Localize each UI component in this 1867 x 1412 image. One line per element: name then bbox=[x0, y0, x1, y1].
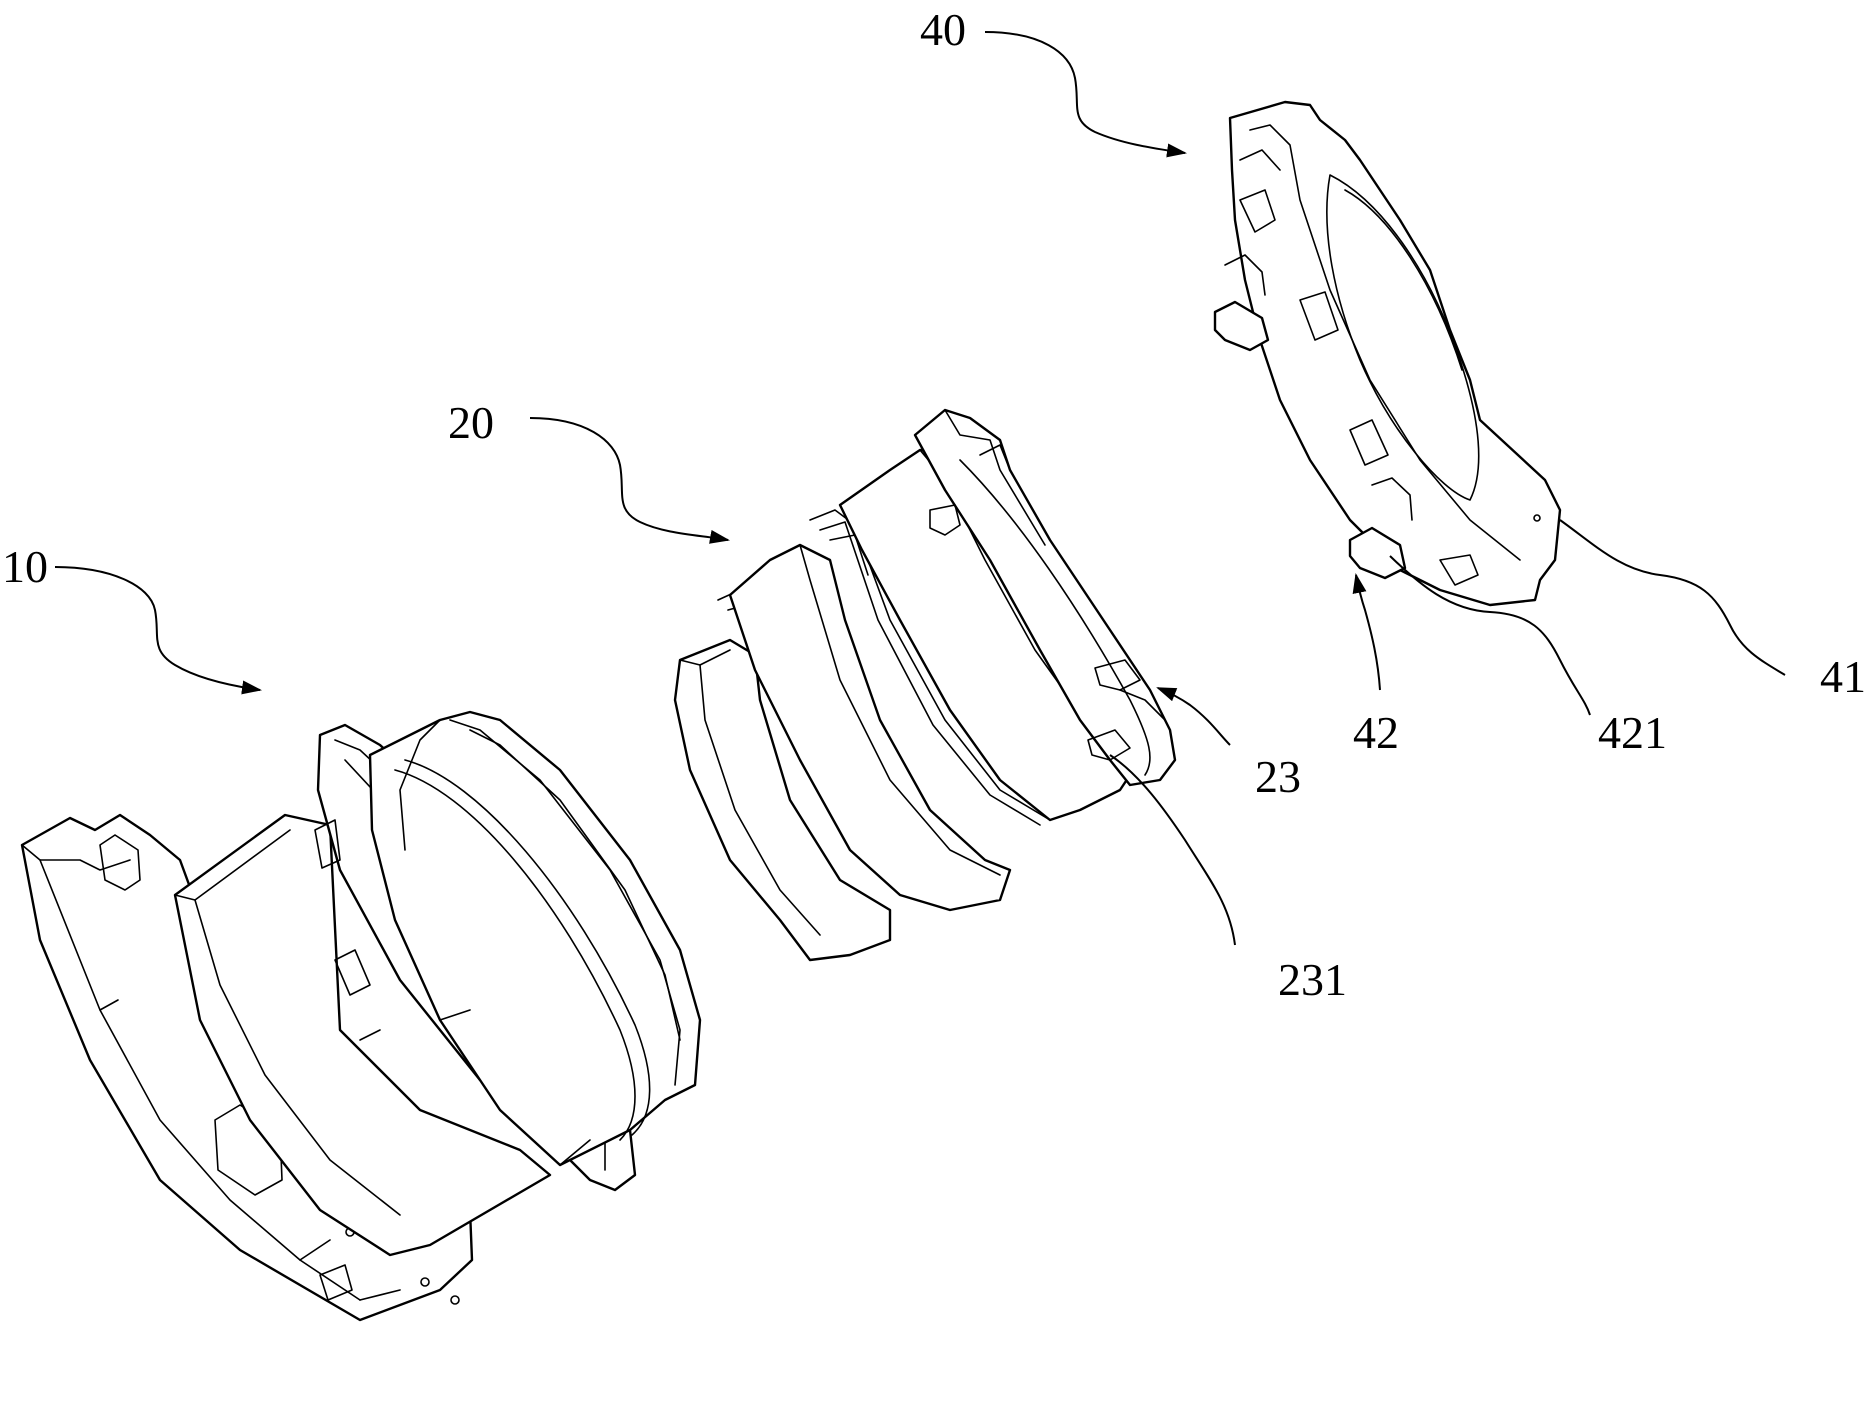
sleeve-bayonet-slot-top bbox=[929, 504, 961, 536]
part-40-locking-ring bbox=[1213, 100, 1562, 607]
leader-10 bbox=[54, 566, 262, 695]
sleeve-slot-231 bbox=[1087, 729, 1131, 761]
leader-23 bbox=[1156, 687, 1231, 746]
part-10-housing bbox=[20, 710, 702, 1322]
leader-lines bbox=[54, 31, 1786, 946]
label-421: 421 bbox=[1598, 707, 1667, 758]
label-41: 41 bbox=[1820, 651, 1866, 702]
leader-421 bbox=[1389, 555, 1591, 716]
leader-41 bbox=[1559, 519, 1786, 676]
reference-labels: 10 20 40 23 231 42 421 41 bbox=[2, 4, 1866, 1005]
part-20-sleeve bbox=[673, 408, 1177, 962]
ring-pin-upper bbox=[1213, 300, 1270, 352]
sleeve-slot-23 bbox=[1094, 659, 1141, 691]
leader-42 bbox=[1352, 573, 1381, 691]
sleeve-front-flange bbox=[913, 408, 1177, 787]
leader-20 bbox=[529, 417, 730, 544]
label-42: 42 bbox=[1353, 707, 1399, 758]
ring-outer-flange bbox=[1228, 100, 1562, 607]
ring-inner-bore bbox=[1326, 174, 1480, 501]
ring-pin-lower bbox=[1348, 526, 1407, 580]
housing-spigot bbox=[368, 710, 702, 1167]
label-40: 40 bbox=[920, 4, 966, 55]
label-231: 231 bbox=[1278, 954, 1347, 1005]
label-10: 10 bbox=[2, 541, 48, 592]
label-23: 23 bbox=[1255, 751, 1301, 802]
leader-231 bbox=[1109, 754, 1236, 946]
leader-40 bbox=[984, 31, 1187, 158]
sleeve-middle-band bbox=[728, 543, 1012, 912]
label-20: 20 bbox=[448, 397, 494, 448]
